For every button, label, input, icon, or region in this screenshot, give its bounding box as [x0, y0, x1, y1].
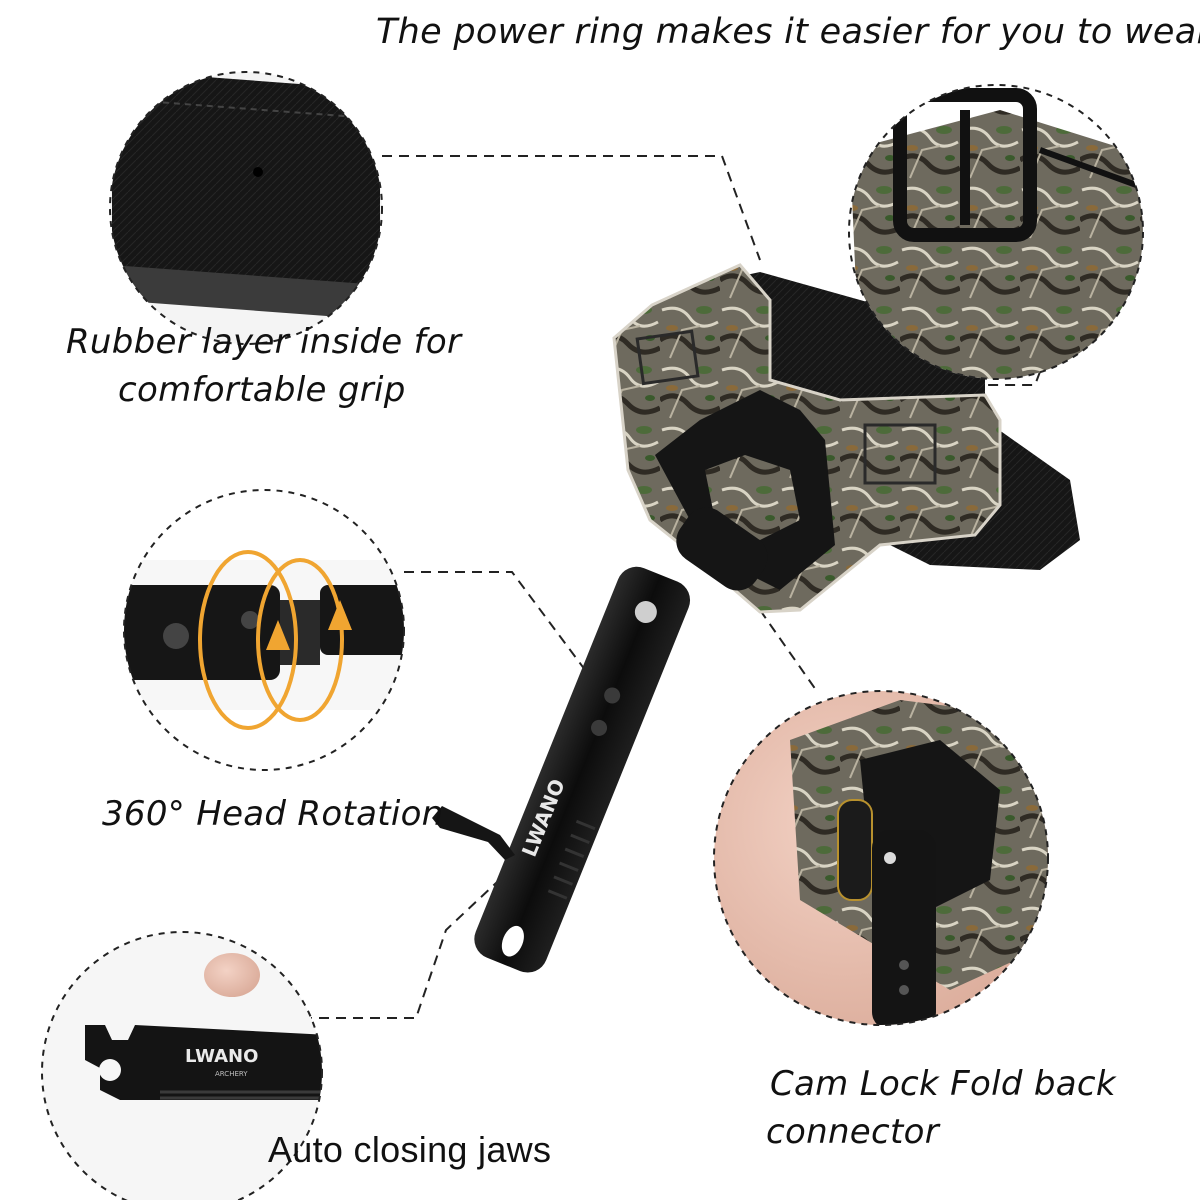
handle-body: [474, 566, 691, 973]
leader-cam: [759, 609, 817, 691]
trigger: [432, 806, 515, 860]
caption-rubber-line1: Rubber layer inside for: [66, 322, 462, 362]
inset-auto-jaws: LWANO ARCHERY: [41, 931, 323, 1200]
handle-tip-hole: [501, 925, 524, 957]
caption-head-rotation: 360° Head Rotation: [102, 794, 444, 834]
caption-rubber-layer: Rubber layer inside for comfortable grip: [66, 318, 461, 415]
caption-rubber-line2: comfortable grip: [118, 370, 406, 411]
jaws-logo: LWANO: [185, 1046, 258, 1067]
hinge-head: [676, 507, 768, 591]
leader-jaws: [268, 867, 513, 1019]
caption-cam-line1: Cam Lock Fold back: [770, 1064, 1116, 1104]
rotation-arrow-icon: [198, 550, 298, 730]
handle-hole-1: [604, 687, 621, 704]
buckle-icon: [893, 88, 1037, 242]
handle-hole-2: [591, 719, 608, 736]
handle-grip-ridges: [547, 819, 596, 900]
inset-power-ring: [848, 84, 1144, 380]
caption-power-ring: The power ring makes it easier for you t…: [376, 12, 1200, 52]
strap-patch-2: [863, 423, 937, 485]
handle-screw: [634, 601, 657, 624]
caption-cam-lock: Cam Lock Fold back connector: [766, 1060, 1116, 1157]
jaws-logo-sub: ARCHERY: [215, 1070, 248, 1078]
leader-rotation: [404, 571, 601, 691]
leader-rubber: [382, 155, 761, 261]
caption-auto-jaws: Auto closing jaws: [268, 1129, 552, 1170]
leader-lines: [268, 155, 1053, 1019]
inset-cam-lock: [713, 690, 1049, 1026]
inset-head-rotation: [123, 489, 405, 771]
caption-cam-line2: connector: [766, 1112, 940, 1153]
inset-rubber-layer: [109, 71, 383, 345]
strap-patch-1: [635, 329, 700, 386]
